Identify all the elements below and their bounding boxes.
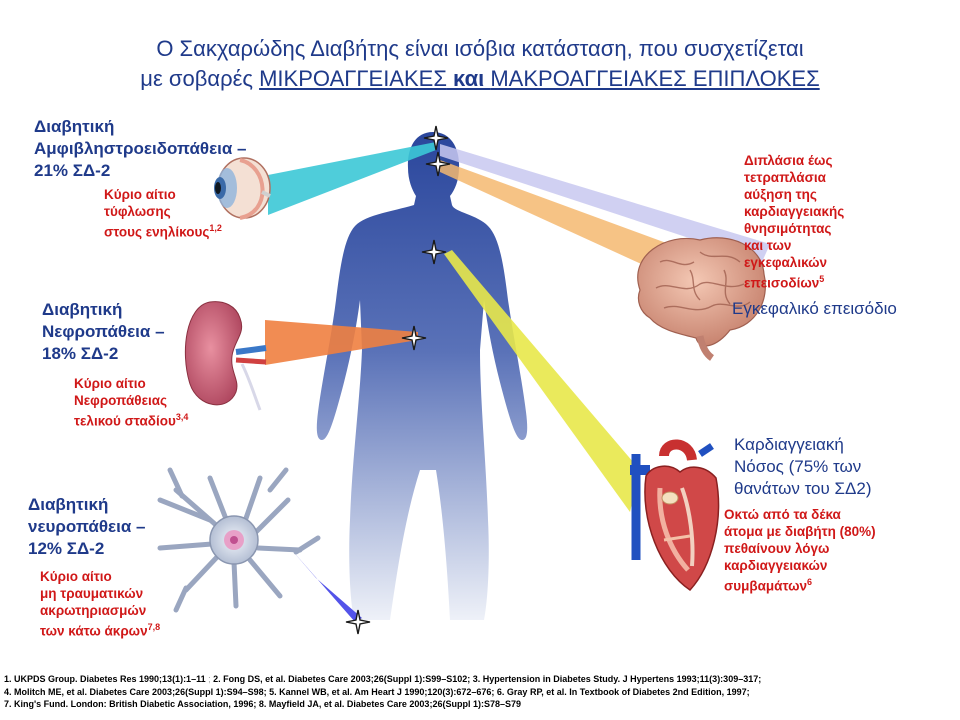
- stroke-note-4: καρδιαγγειακής: [744, 204, 845, 219]
- star-icon: [423, 125, 449, 151]
- references: 1. UKPDS Group. Diabetes Res 1990;13(1):…: [4, 673, 956, 711]
- stroke-note-6: και των: [744, 238, 792, 253]
- title-line-1: Ο Σακχαρώδης Διαβήτης είναι ισόβια κατάσ…: [156, 36, 804, 61]
- neuropathy-ref: 7,8: [147, 622, 161, 632]
- stroke-note-5: θνησιμότητας: [744, 221, 832, 236]
- ref-4: 4. Molitch ME, et al. Diabetes Care 2003…: [4, 686, 267, 697]
- stroke-note: Διπλάσια έως τετραπλάσια αύξηση της καρδ…: [744, 152, 844, 292]
- cvd-note: Οκτώ από τα δέκα άτομα με διαβήτη (80%) …: [724, 506, 876, 595]
- beam-heart: [444, 250, 640, 512]
- cvd-ref: 6: [807, 577, 813, 587]
- references-line-2: 4. Molitch ME, et al. Diabetes Care 2003…: [4, 686, 956, 699]
- page-title: Ο Σακχαρώδης Διαβήτης είναι ισόβια κατάσ…: [60, 34, 900, 94]
- neuropathy-note-4-text: των κάτω άκρων: [40, 623, 148, 639]
- cvd-note-4: καρδιαγγειακών: [724, 558, 828, 573]
- star-icon: [421, 239, 447, 265]
- stroke-note-7: εγκεφαλικών: [744, 255, 828, 270]
- stroke-ref: 5: [819, 274, 825, 284]
- references-line-1: 1. UKPDS Group. Diabetes Res 1990;13(1):…: [4, 674, 762, 684]
- stroke-label: Εγκεφαλικό επεισόδιο: [732, 299, 897, 318]
- stroke-note-8: επεισοδίων5: [744, 271, 844, 292]
- ref-5: 5. Kannel WB, et al. Am Heart J 1990;120…: [269, 686, 495, 697]
- human-silhouette: [316, 132, 528, 620]
- nephropathy-note-3: τελικού σταδίου3,4: [74, 409, 188, 430]
- beam-neuron: [290, 548, 362, 622]
- brain-icon: [637, 237, 766, 361]
- ref-3: 3. Hypertension in Diabetes Study. J Hyp…: [472, 674, 762, 684]
- neuropathy-note-3: ακρωτηριασμών: [40, 603, 147, 618]
- nephropathy-note-1: Κύριο αίτιο: [74, 376, 146, 391]
- neuropathy-name-1: Διαβητική: [28, 495, 109, 514]
- neuropathy-note-2: μη τραυματικών: [40, 586, 144, 601]
- title-macro: ΜΑΚΡΟΑΓΓΕΙΑΚΕΣ ΕΠΙΠΛΟΚΕΣ: [490, 66, 820, 91]
- cvd-note-1: Οκτώ από τα δέκα: [724, 507, 841, 522]
- heart-icon: [630, 439, 720, 591]
- star-icon: [401, 325, 427, 351]
- neuropathy-note-4: των κάτω άκρων7,8: [40, 619, 160, 640]
- neuron-icon: [157, 467, 321, 613]
- stroke-note-3: αύξηση της: [744, 187, 817, 202]
- neuropathy-name-3: 12% ΣΔ-2: [28, 539, 105, 558]
- eye-icon: [214, 157, 271, 220]
- star-icon: [425, 151, 451, 177]
- retinopathy-note-1: Κύριο αίτιο: [104, 187, 176, 202]
- title-and: και: [446, 66, 491, 91]
- nephropathy-ref: 3,4: [175, 412, 189, 422]
- cvd-name-1: Καρδιαγγειακή: [734, 435, 844, 454]
- retinopathy-label: Διαβητική Αμφιβληστροειδοπάθεια – 21% ΣΔ…: [34, 116, 247, 182]
- nephropathy-note: Κύριο αίτιο Νεφροπάθειας τελικού σταδίου…: [74, 375, 188, 430]
- retinopathy-name-3: 21% ΣΔ-2: [34, 161, 111, 180]
- title-line-2: με σοβαρές ΜΙΚΡΟΑΓΓΕΙΑΚΕΣ και ΜΑΚΡΟΑΓΓΕΙ…: [60, 64, 900, 94]
- nephropathy-note-3-text: τελικού σταδίου: [74, 413, 176, 429]
- retinopathy-note-2: τύφλωσης: [104, 204, 171, 219]
- cvd-note-3: πεθαίνουν λόγω: [724, 541, 830, 556]
- nephropathy-name-1: Διαβητική: [42, 300, 123, 319]
- title-prefix: με σοβαρές: [140, 66, 260, 91]
- nephropathy-note-2: Νεφροπάθειας: [74, 393, 168, 408]
- neuropathy-name-2: νευροπάθεια –: [28, 517, 146, 536]
- kidney-icon: [184, 301, 267, 411]
- neuropathy-label: Διαβητική νευροπάθεια – 12% ΣΔ-2: [28, 494, 145, 560]
- ref-7: 7. King's Fund. London: British Diabetic…: [4, 699, 257, 709]
- ref-6: 6. Gray RP, et al. In Textbook of Diabet…: [496, 686, 750, 697]
- cvd-name-3: θανάτων του ΣΔ2): [734, 479, 872, 498]
- retinopathy-note-3-text: στους ενηλίκους: [104, 224, 210, 240]
- cvd-note-2: άτομα με διαβήτη (80%): [724, 524, 876, 539]
- stroke-note-8-text: επεισοδίων: [744, 275, 820, 291]
- ref-2: 2. Fong DS, et al. Diabetes Care 2003;26…: [213, 674, 471, 684]
- retinopathy-name-2: Αμφιβληστροειδοπάθεια –: [34, 139, 247, 158]
- beam-kidney: [265, 320, 418, 365]
- beam-eye: [268, 142, 436, 215]
- nephropathy-name-2: Νεφροπάθεια –: [42, 322, 165, 341]
- nephropathy-label: Διαβητική Νεφροπάθεια – 18% ΣΔ-2: [42, 299, 165, 365]
- retinopathy-note: Κύριο αίτιο τύφλωσης στους ενηλίκους1,2: [104, 186, 222, 241]
- cvd-note-5-text: συμβαμάτων: [724, 578, 808, 594]
- stroke-note-2: τετραπλάσια: [744, 170, 826, 185]
- title-micro: ΜΙΚΡΟΑΓΓΕΙΑΚΕΣ: [259, 66, 447, 91]
- beam-brain-lavender: [440, 144, 770, 262]
- retinopathy-note-3: στους ενηλίκους1,2: [104, 220, 222, 241]
- neuropathy-note-1: Κύριο αίτιο: [40, 569, 112, 584]
- star-icon: [345, 609, 371, 635]
- cvd-label: Καρδιαγγειακή Νόσος (75% των θανάτων του…: [734, 434, 872, 500]
- nephropathy-name-3: 18% ΣΔ-2: [42, 344, 119, 363]
- ref-1: 1. UKPDS Group. Diabetes Res 1990;13(1):…: [4, 674, 206, 684]
- ref-8: 8. Mayfield JA, et al. Diabetes Care 200…: [258, 699, 521, 709]
- neuropathy-note: Κύριο αίτιο μη τραυματικών ακρωτηριασμών…: [40, 568, 160, 640]
- stroke-note-1: Διπλάσια έως: [744, 153, 833, 168]
- references-line-3: 7. King's Fund. London: British Diabetic…: [4, 698, 956, 711]
- stars: [345, 125, 451, 635]
- cvd-name-2: Νόσος (75% των: [734, 457, 862, 476]
- retinopathy-ref: 1,2: [209, 223, 222, 233]
- cvd-note-5: συμβαμάτων6: [724, 574, 876, 595]
- retinopathy-name-1: Διαβητική: [34, 117, 115, 136]
